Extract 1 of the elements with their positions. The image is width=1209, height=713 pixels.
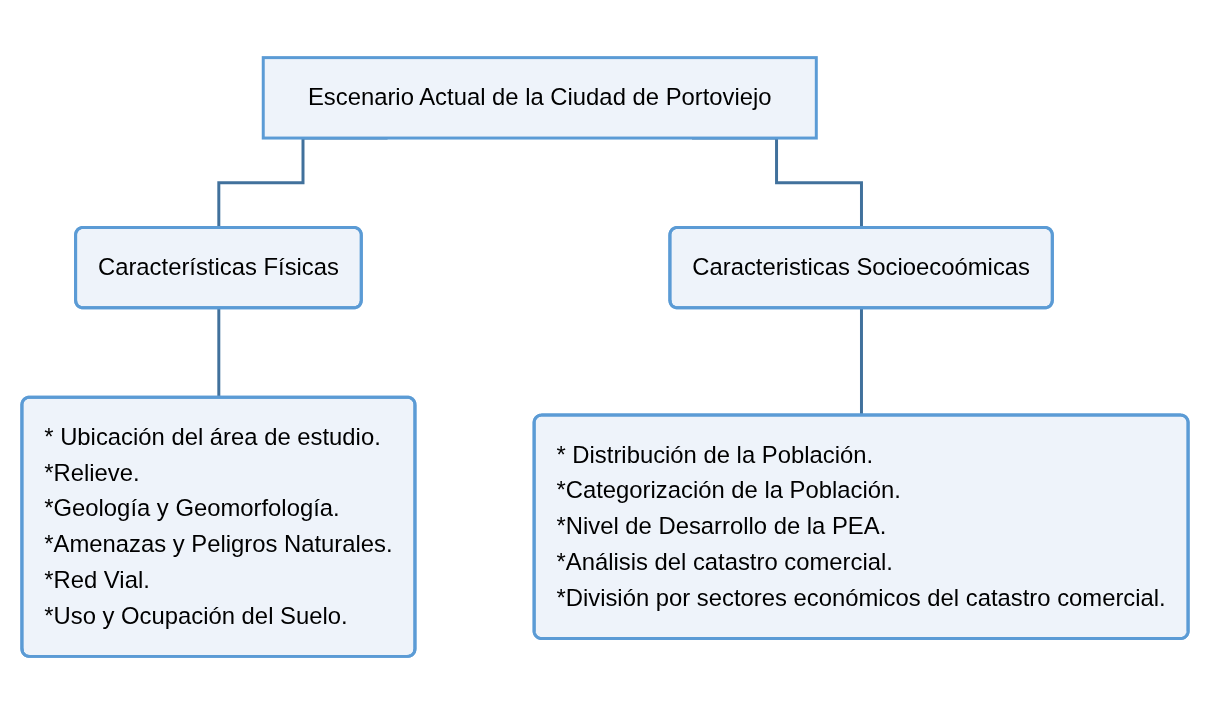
node-box: Escenario Actual de la Ciudad de Portoviejo <box>261 55 818 140</box>
